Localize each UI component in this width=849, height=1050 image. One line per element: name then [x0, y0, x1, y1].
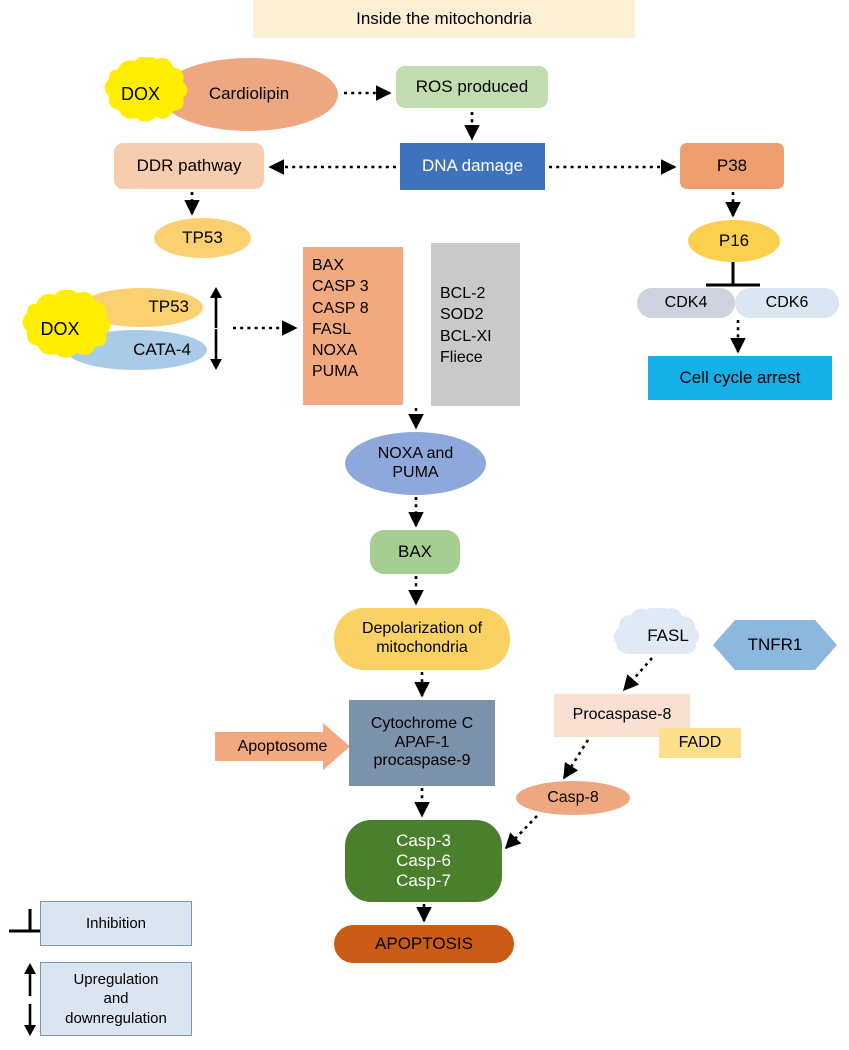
arrow-right-icon	[215, 723, 350, 770]
node-apoptosis[interactable]: APOPTOSIS	[334, 925, 514, 963]
node-ros-produced[interactable]: ROS produced	[396, 66, 548, 108]
node-p16[interactable]: P16	[688, 220, 780, 262]
node-dna-damage[interactable]: DNA damage	[400, 143, 545, 190]
node-downregulated-gene-list[interactable]: BCL-2 SOD2 BCL-XI Fliece	[431, 243, 520, 406]
cloud-icon	[104, 57, 188, 122]
cloud-icon	[613, 608, 700, 654]
node-cdk4[interactable]: CDK4	[637, 288, 735, 318]
node-p38[interactable]: P38	[680, 143, 784, 189]
node-noxa-and-puma[interactable]: NOXA and PUMA	[345, 432, 486, 495]
node-apoptosome-label: Apoptosome	[237, 737, 328, 755]
node-cytochrome-c-complex[interactable]: Cytochrome C APAF-1 procaspase-9	[349, 700, 495, 786]
upregulation-arrow-tp53	[210, 287, 222, 328]
node-apoptosome[interactable]: Apoptosome	[215, 723, 350, 770]
node-tnfr1-label: TNFR1	[747, 635, 803, 654]
node-cardiolipin[interactable]: Cardiolipin	[160, 58, 338, 131]
node-fasl-label: FASL	[647, 626, 689, 645]
downregulation-arrow-cata4	[210, 329, 222, 370]
node-tnfr1[interactable]: TNFR1	[713, 620, 837, 670]
hexagon-icon	[713, 620, 837, 670]
node-fadd[interactable]: FADD	[659, 728, 741, 758]
legend-regulation-label: Upregulation and downregulation	[40, 962, 192, 1036]
node-ddr-pathway[interactable]: DDR pathway	[114, 143, 264, 189]
inhibition-connector	[706, 262, 760, 287]
banner-inside-the-mitochondria: Inside the mitochondria	[253, 0, 635, 38]
node-dox-left[interactable]: DOX	[8, 290, 112, 368]
node-casp-8[interactable]: Casp-8	[516, 781, 630, 815]
cloud-icon	[22, 290, 111, 358]
legend-inhibition-label: Inhibition	[40, 901, 192, 946]
node-tp53-top[interactable]: TP53	[154, 218, 251, 258]
node-cell-cycle-arrest[interactable]: Cell cycle arrest	[648, 356, 832, 400]
legend-updown-arrows-icon	[24, 963, 36, 1036]
node-procaspase-8[interactable]: Procaspase-8	[554, 694, 690, 737]
node-upregulated-gene-list[interactable]: BAX CASP 3 CASP 8 FASL NOXA PUMA	[303, 247, 403, 405]
node-dox-top-label: DOX	[120, 84, 160, 104]
node-dox-top[interactable]: DOX	[91, 57, 190, 132]
node-effector-caspases[interactable]: Casp-3 Casp-6 Casp-7	[345, 820, 502, 902]
node-bax[interactable]: BAX	[370, 530, 460, 574]
node-cdk6[interactable]: CDK6	[735, 288, 839, 318]
node-depolarization-of-mitochondria[interactable]: Depolarization of mitochondria	[334, 608, 510, 670]
node-dox-left-label: DOX	[40, 318, 80, 339]
node-fasl[interactable]: FASL	[613, 608, 723, 664]
